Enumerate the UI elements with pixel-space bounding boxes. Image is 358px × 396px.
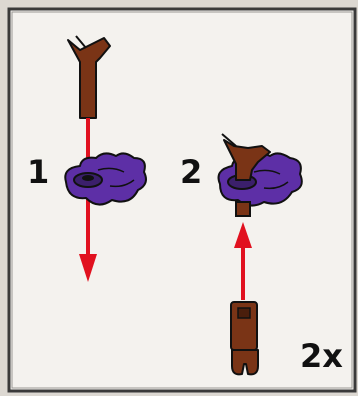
brown-branch-piece-step2 <box>221 133 271 181</box>
panel-frame <box>7 7 357 393</box>
purple-leaf-piece <box>64 152 147 206</box>
step-number-1: 1 <box>27 153 50 191</box>
quantity-label: 2x <box>300 337 343 375</box>
brown-clip-piece <box>230 301 259 376</box>
brown-branch-piece <box>67 35 111 119</box>
step-number-2: 2 <box>180 153 203 191</box>
up-arrow-icon <box>234 222 252 300</box>
brown-stud <box>235 201 251 217</box>
